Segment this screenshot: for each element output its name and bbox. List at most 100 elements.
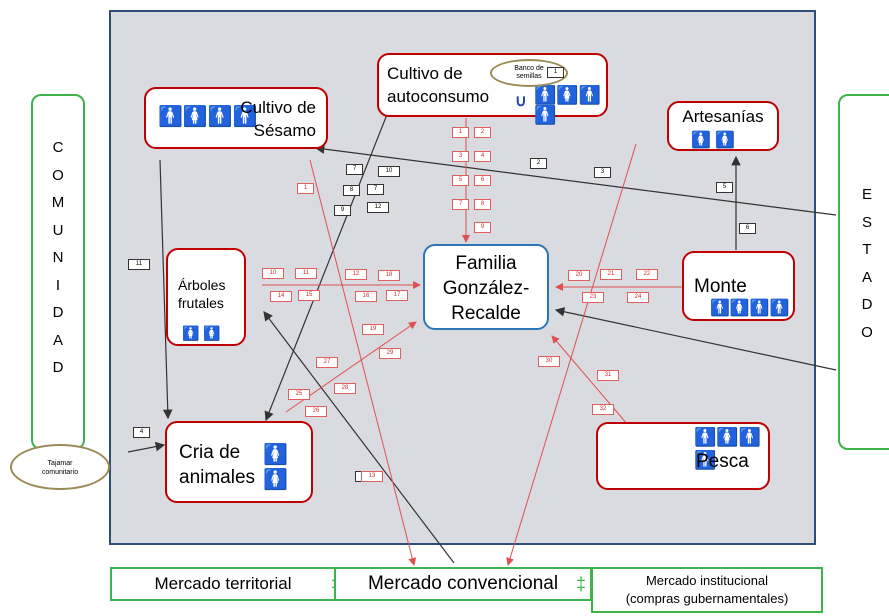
- flow-tag-red: 23: [582, 292, 604, 303]
- node-artesanias-label: Artesanías: [682, 107, 764, 126]
- comunidad-letter: C: [52, 139, 64, 156]
- flow-tag-red: 2: [474, 127, 491, 138]
- flow-tag-red: 10: [262, 268, 284, 279]
- flow-tag-red: 22: [636, 269, 658, 280]
- estado-letter: O: [861, 323, 873, 341]
- people-icon: 🚺 🚺: [182, 325, 221, 341]
- market-connector-2: ‡: [575, 574, 586, 594]
- comunidad-letter: U: [52, 221, 64, 239]
- node-familia: Familia González- Recalde: [423, 244, 549, 330]
- flow-tag-red: 4: [474, 151, 491, 162]
- flow-tag-red: 29: [379, 348, 401, 359]
- banco-semillas-ellipse: Banco de semillas: [490, 59, 568, 87]
- people-icon: 🚺🚺: [263, 444, 288, 491]
- estado-box: E S T A D O: [838, 94, 889, 450]
- comunidad-letter: I: [55, 276, 61, 294]
- node-autoconsumo-line2: autoconsumo: [387, 87, 490, 106]
- comunidad-letter: D: [52, 359, 64, 376]
- node-cultivo-autoconsumo: Cultivo de autoconsumo ∪ 🚹🚺🚹🚹: [377, 53, 608, 125]
- market-convencional: Mercado convencional: [334, 567, 592, 601]
- estado-letter: A: [861, 268, 872, 286]
- estado-letter: D: [861, 296, 873, 313]
- node-arboles-line2: frutales: [178, 295, 224, 311]
- tajamar-ellipse: Tajamar comunitario: [10, 444, 110, 490]
- magnet-icon: ∪: [515, 93, 527, 110]
- market-institucional: Mercado institucional (compras gubername…: [591, 567, 823, 613]
- flow-tag-red: 12: [345, 269, 367, 280]
- flow-tag: 10: [378, 166, 400, 177]
- flow-tag-red: 24: [627, 292, 649, 303]
- people-icon: 🚹🚺🚹🚹: [158, 106, 258, 128]
- flow-tag-red: 11: [295, 268, 317, 279]
- node-monte: Monte 🚹🚺🚹🚹: [682, 251, 795, 321]
- node-arboles-line1: Árboles: [178, 277, 226, 293]
- node-cria-animales: Cria de animales 🚺🚺: [165, 421, 313, 503]
- flow-tag-red: 1: [452, 127, 469, 138]
- flow-tag-red: 30: [538, 356, 560, 367]
- flow-tag-red: 3: [452, 151, 469, 162]
- flow-tag-red: 26: [305, 406, 327, 417]
- node-autoconsumo-line1: Cultivo de: [387, 64, 463, 83]
- flow-tag: 8: [343, 185, 360, 196]
- flow-tag: 6: [739, 223, 756, 234]
- banco-label-line1: Banco de: [514, 65, 544, 72]
- flow-tag-red: 17: [386, 290, 408, 301]
- node-pesca: 🚹🚺🚹🚹 Pesca: [596, 422, 770, 490]
- estado-letter: E: [861, 186, 872, 203]
- flow-tag-red: 9: [474, 222, 491, 233]
- estado-letter: S: [861, 213, 872, 231]
- flow-tag-red: 5: [452, 175, 469, 186]
- flow-tag: 11: [128, 259, 150, 270]
- flow-tag-red: 27: [316, 357, 338, 368]
- node-cultivo-sesamo-line2: Sésamo: [253, 121, 316, 140]
- flow-tag-red: 1: [297, 183, 314, 194]
- market-institucional-line1: Mercado institucional: [645, 573, 769, 588]
- flow-tag-red: 20: [568, 270, 590, 281]
- comunidad-letter: A: [52, 331, 63, 349]
- flow-tag-red: 18: [378, 270, 400, 281]
- market-convencional-label: Mercado convencional: [367, 573, 559, 594]
- node-pesca-label: Pesca: [696, 451, 749, 472]
- people-icon: 🚹🚺🚹🚹: [534, 85, 602, 125]
- comunidad-letter: M: [51, 194, 65, 211]
- flow-tag-red: 14: [270, 291, 292, 302]
- people-icon: 🚹🚺🚹🚹: [710, 300, 790, 317]
- flow-tag-red: 15: [298, 290, 320, 301]
- flow-tag-red: 16: [355, 291, 377, 302]
- flow-tag-red: 6: [474, 175, 491, 186]
- comunidad-letter: N: [52, 249, 64, 266]
- flow-tag-red: 8: [474, 199, 491, 210]
- flow-tag: 9: [334, 205, 351, 216]
- people-icon: 🚺 🚺: [691, 132, 736, 149]
- node-familia-line2: González-: [442, 278, 530, 299]
- flow-tag-red: 7: [452, 199, 469, 210]
- flow-tag: 1: [547, 67, 564, 78]
- node-arboles-frutales: Árboles frutales 🚺 🚺: [166, 248, 246, 346]
- node-cria-line1: Cria de: [179, 442, 241, 463]
- flow-tag-red: 19: [362, 324, 384, 335]
- comunidad-letter: D: [52, 304, 64, 321]
- flow-tag: 2: [530, 158, 547, 169]
- flow-tag-red: 21: [600, 269, 622, 280]
- market-territorial-label: Mercado territorial: [154, 574, 292, 593]
- market-institucional-line2: (compras gubernamentales): [625, 591, 789, 606]
- banco-label-line2: semillas: [516, 73, 542, 80]
- node-monte-label: Monte: [694, 276, 747, 297]
- node-familia-line3: Recalde: [451, 303, 521, 324]
- flow-tag: 12: [367, 202, 389, 213]
- estado-letter: T: [862, 241, 872, 258]
- flow-tag-red: 31: [597, 370, 619, 381]
- comunidad-letter: O: [52, 166, 64, 184]
- tajamar-label-line1: Tajamar: [47, 460, 73, 467]
- people-icon: 🚹🚺🚹🚹: [694, 427, 762, 470]
- node-familia-line1: Familia: [455, 253, 517, 274]
- market-territorial: Mercado territorial: [110, 567, 336, 601]
- tajamar-label-line2: comunitario: [41, 469, 79, 476]
- flow-tag: 7: [367, 184, 384, 195]
- flow-tag-red: 13: [361, 471, 383, 482]
- flow-tag-red: 32: [592, 404, 614, 415]
- node-artesanias: Artesanías 🚺 🚺: [667, 101, 779, 151]
- comunidad-box: C O M U N I D A D: [31, 94, 85, 450]
- node-cultivo-sesamo-line1: Cultivo de: [240, 98, 316, 117]
